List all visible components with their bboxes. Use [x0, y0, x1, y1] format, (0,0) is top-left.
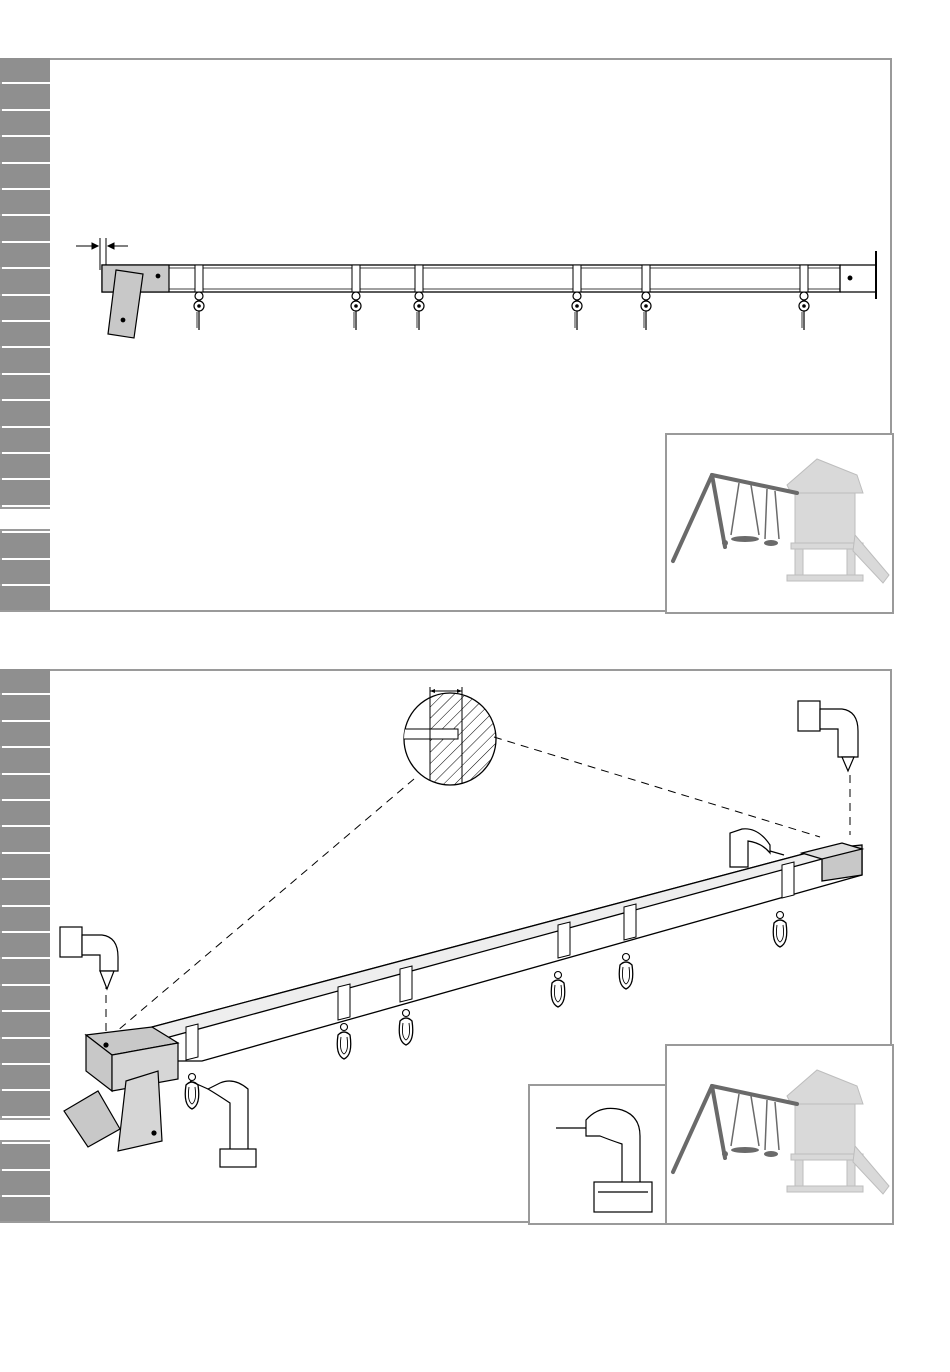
swing-hook	[572, 265, 582, 330]
swing-set-overview-icon	[667, 1046, 892, 1223]
swing-hook	[414, 265, 424, 330]
cordless-drill-icon	[530, 1086, 666, 1223]
top-beam-perspective	[152, 843, 862, 1061]
corner-bracket	[102, 265, 169, 338]
swing-hook	[641, 265, 651, 330]
swing-hook	[194, 265, 204, 330]
assembly-step-panel-1	[0, 58, 892, 612]
swing-set-overview-icon	[667, 435, 892, 612]
corner-bracket-perspective	[64, 1027, 178, 1151]
swing-hook	[799, 265, 809, 330]
detail-magnifier-icon	[402, 687, 512, 791]
drill-inset	[528, 1084, 668, 1225]
swing-hook	[351, 265, 361, 330]
swing-set-overview-inset	[665, 433, 894, 614]
assembly-step-panel-2	[0, 669, 892, 1223]
top-beam	[102, 251, 876, 299]
carabiner-hook	[185, 1024, 199, 1109]
swing-set-overview-inset	[665, 1044, 894, 1225]
